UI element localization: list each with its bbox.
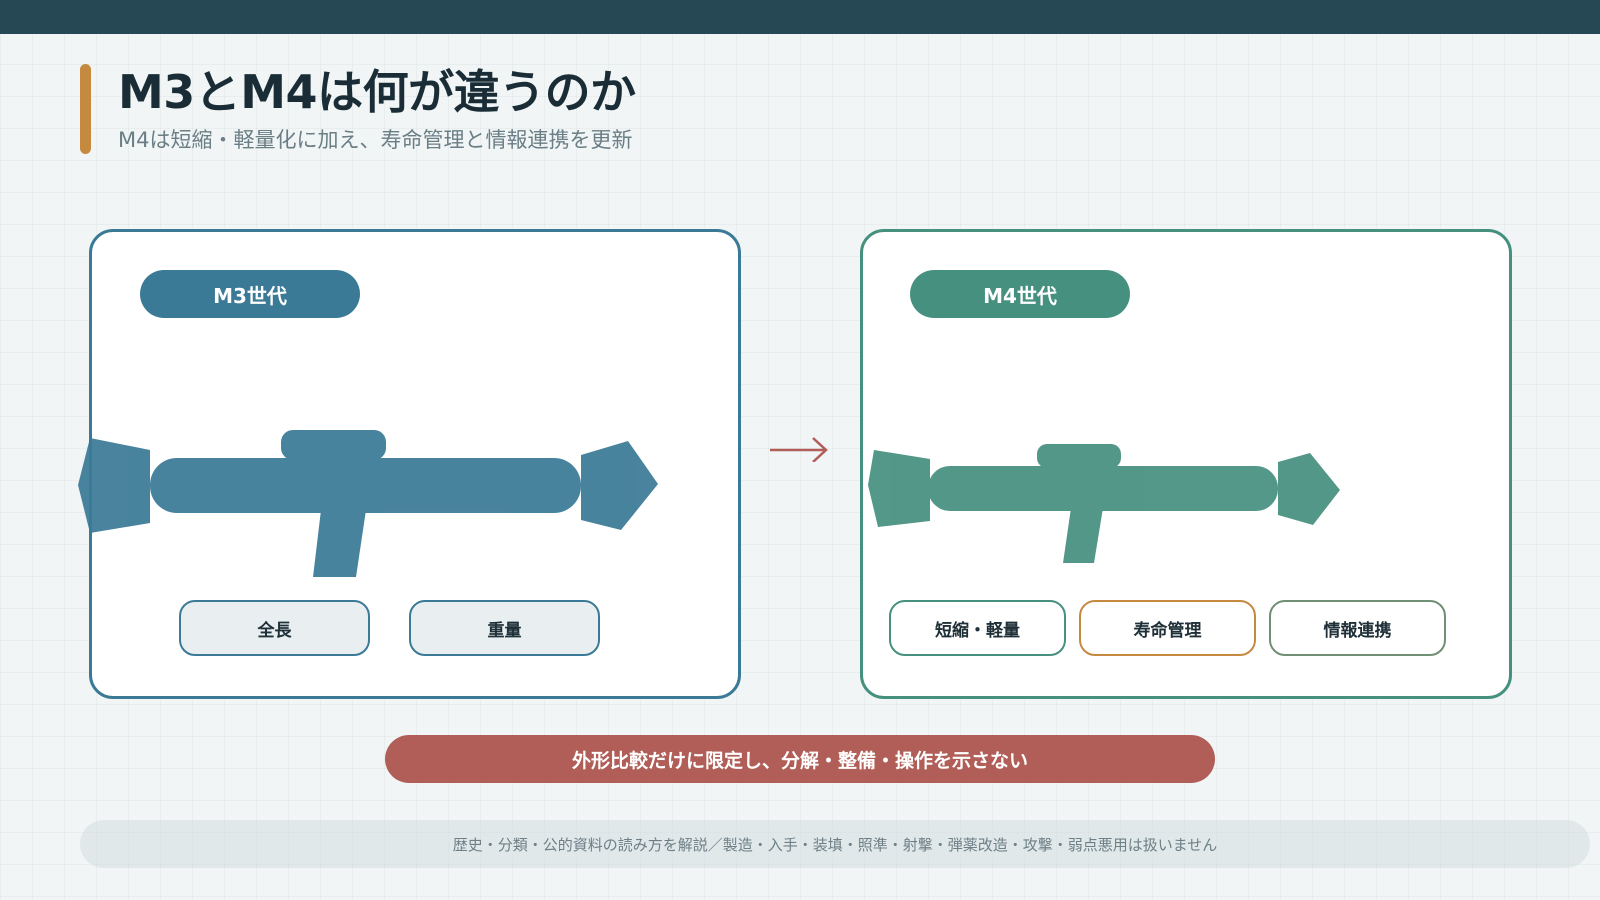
m4-tag-info-link: 情報連携	[1269, 600, 1446, 656]
m4-tag-life-management: 寿命管理	[1079, 600, 1256, 656]
page-subtitle: M4は短縮・軽量化に加え、寿命管理と情報連携を更新	[118, 128, 633, 152]
title-accent-bar	[80, 64, 91, 154]
footer-disclaimer: 歴史・分類・公的資料の読み方を解説／製造・入手・装填・照準・射撃・弾薬改造・攻撃…	[80, 820, 1590, 868]
page-title: M3とM4は何が違うのか	[118, 65, 636, 119]
m3-tag-length: 全長	[179, 600, 370, 656]
top-bar	[0, 0, 1600, 34]
m4-generation-label: M4世代	[910, 270, 1130, 318]
m3-generation-label: M3世代	[140, 270, 360, 318]
arrow-right-icon	[770, 437, 828, 462]
m4-silhouette	[868, 444, 1340, 563]
m3-silhouette	[78, 430, 658, 577]
m4-tag-compact-light: 短縮・軽量	[889, 600, 1066, 656]
m3-tag-weight: 重量	[409, 600, 600, 656]
scope-notice-banner: 外形比較だけに限定し、分解・整備・操作を示さない	[385, 735, 1215, 783]
